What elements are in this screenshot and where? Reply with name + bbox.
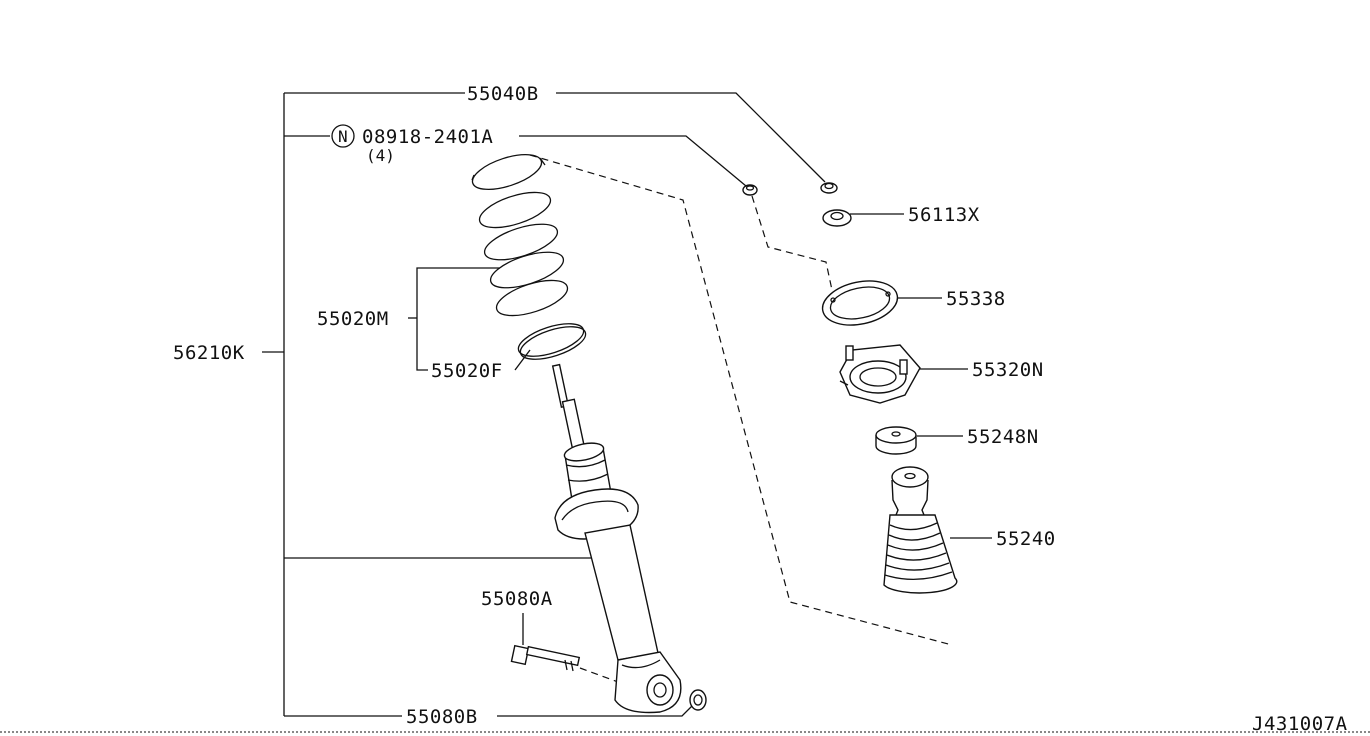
label-55240[interactable]: 55240: [996, 528, 1056, 550]
nut-55080b: [689, 689, 707, 711]
label-55020f[interactable]: 55020F: [431, 360, 503, 382]
label-56210k[interactable]: 56210K: [173, 342, 245, 364]
shock-absorber-56210k: [551, 363, 682, 714]
label-55248n[interactable]: 55248N: [967, 426, 1039, 448]
n-badge-letter: N: [338, 127, 348, 146]
part-labels: 55040B N 08918-2401A (4) 56113X 55338 55…: [173, 83, 1348, 735]
bolt-55080a: [510, 644, 581, 672]
nut-08918-2401a: [742, 184, 758, 196]
dashed-assembly-lines: [529, 154, 953, 691]
leader-lines: [408, 92, 992, 717]
label-55020m[interactable]: 55020M: [317, 308, 389, 330]
diagram-code: J431007A: [1252, 713, 1348, 735]
n-badge-icon: [331, 124, 355, 148]
bump-stop-boot-55240: [883, 466, 958, 594]
label-08918-2401a[interactable]: 08918-2401A: [362, 126, 493, 148]
label-55338[interactable]: 55338: [946, 288, 1006, 310]
label-55320n[interactable]: 55320N: [972, 359, 1044, 381]
label-55040b[interactable]: 55040B: [467, 83, 539, 105]
gasket-55338: [821, 280, 899, 326]
label-08918-qty: (4): [366, 146, 395, 165]
bump-rubber-seat-55248n: [875, 426, 917, 455]
strut-mount-55320n: [839, 344, 921, 404]
washer-56113x: [822, 209, 852, 227]
flange-nut-55040b: [820, 182, 838, 194]
label-55080a[interactable]: 55080A: [481, 588, 553, 610]
label-55080b[interactable]: 55080B: [406, 706, 478, 728]
coil-spring-55020m: [471, 153, 569, 317]
label-56113x[interactable]: 56113X: [908, 204, 980, 226]
spring-seat-55020f: [517, 323, 587, 360]
assembly-bracket: [262, 92, 592, 717]
